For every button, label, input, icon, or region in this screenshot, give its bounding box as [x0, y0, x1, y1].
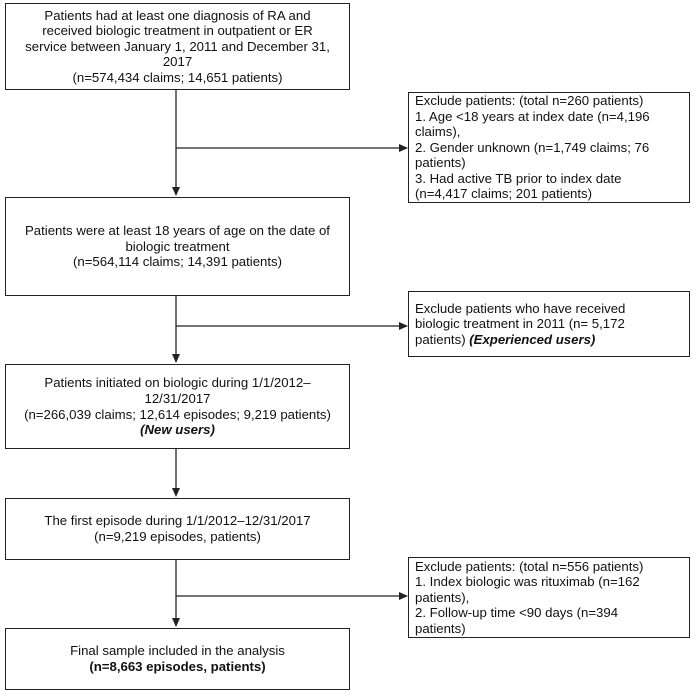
- box-first-episode-line-2: (n=9,219 episodes, patients): [94, 529, 261, 544]
- box-initial-cohort-line-1: Patients had at least one diagnosis of R…: [44, 7, 311, 23]
- box-exclusion-1-line-2: 1. Age <18 years at index date (n=4,196: [415, 108, 650, 124]
- box-exclusion-3-line-5: patients): [415, 620, 466, 636]
- box-age-18-plus-line-1: Patients were at least 18 years of age o…: [25, 223, 330, 239]
- box-initial-cohort-line-5: (n=574,434 claims; 14,651 patients): [72, 69, 283, 85]
- box-exclusion-1-line-6: 3. Had active TB prior to index date: [415, 170, 622, 186]
- box-age-18-plus-line-2: biologic treatment: [125, 238, 230, 254]
- box-exclusion-1-line-5: patients): [415, 155, 466, 171]
- box-age-18-plus-line-3: (n=564,114 claims; 14,391 patients): [72, 254, 283, 270]
- box-exclusion-2-line-3: patients) (Experienced users): [415, 332, 683, 348]
- box-exclusion-2-line-3-text: patients): [415, 331, 470, 347]
- new-users-label: (New users): [140, 422, 215, 438]
- box-initial-cohort-line-2: received biologic treatment in outpatien…: [42, 23, 313, 39]
- box-new-users-line-3: (n=266,039 claims; 12,614 episodes; 9,21…: [24, 406, 331, 422]
- box-exclusion-2-line-1: Exclude patients who have received: [415, 300, 626, 316]
- box-age-18-plus: Patients were at least 18 years of age o…: [5, 197, 350, 296]
- box-exclusion-1: Exclude patients: (total n=260 patients)…: [408, 92, 690, 203]
- final-sample-count: (n=8,663 episodes, patients): [89, 659, 266, 674]
- box-exclusion-1-line-3: claims),: [415, 124, 461, 140]
- box-exclusion-1-line-7: (n=4,417 claims; 201 patients): [415, 186, 593, 202]
- box-first-episode-line-1: The first episode during 1/1/2012–12/31/…: [44, 513, 311, 529]
- box-exclusion-3-line-3: patients),: [415, 589, 470, 605]
- experienced-users-label: (Experienced users): [469, 331, 596, 347]
- box-exclusion-2-line-2: biologic treatment in 2011 (n= 5,172: [415, 316, 625, 332]
- box-exclusion-1-line-1: Exclude patients: (total n=260 patients): [415, 92, 644, 108]
- box-initial-cohort-line-3: service between January 1, 2011 and Dece…: [25, 38, 330, 54]
- box-exclusion-3-line-2: 1. Index biologic was rituximab (n=162: [415, 574, 640, 590]
- box-final-sample: Final sample included in the analysis (n…: [5, 628, 350, 690]
- box-first-episode: The first episode during 1/1/2012–12/31/…: [5, 498, 350, 560]
- box-exclusion-2: Exclude patients who have received biolo…: [408, 291, 690, 357]
- box-new-users-line-2: 12/31/2017: [144, 390, 211, 406]
- box-new-users: Patients initiated on biologic during 1/…: [5, 364, 350, 449]
- box-exclusion-3-line-4: 2. Follow-up time <90 days (n=394: [415, 605, 619, 621]
- box-exclusion-3: Exclude patients: (total n=556 patients)…: [408, 557, 690, 638]
- box-exclusion-3-line-1: Exclude patients: (total n=556 patients): [415, 558, 644, 574]
- box-new-users-line-1: Patients initiated on biologic during 1/…: [44, 375, 311, 391]
- box-final-sample-line-1: Final sample included in the analysis: [70, 643, 285, 659]
- box-initial-cohort: Patients had at least one diagnosis of R…: [5, 3, 350, 90]
- box-exclusion-1-line-4: 2. Gender unknown (n=1,749 claims; 76: [415, 139, 650, 155]
- box-initial-cohort-line-4: 2017: [162, 54, 193, 70]
